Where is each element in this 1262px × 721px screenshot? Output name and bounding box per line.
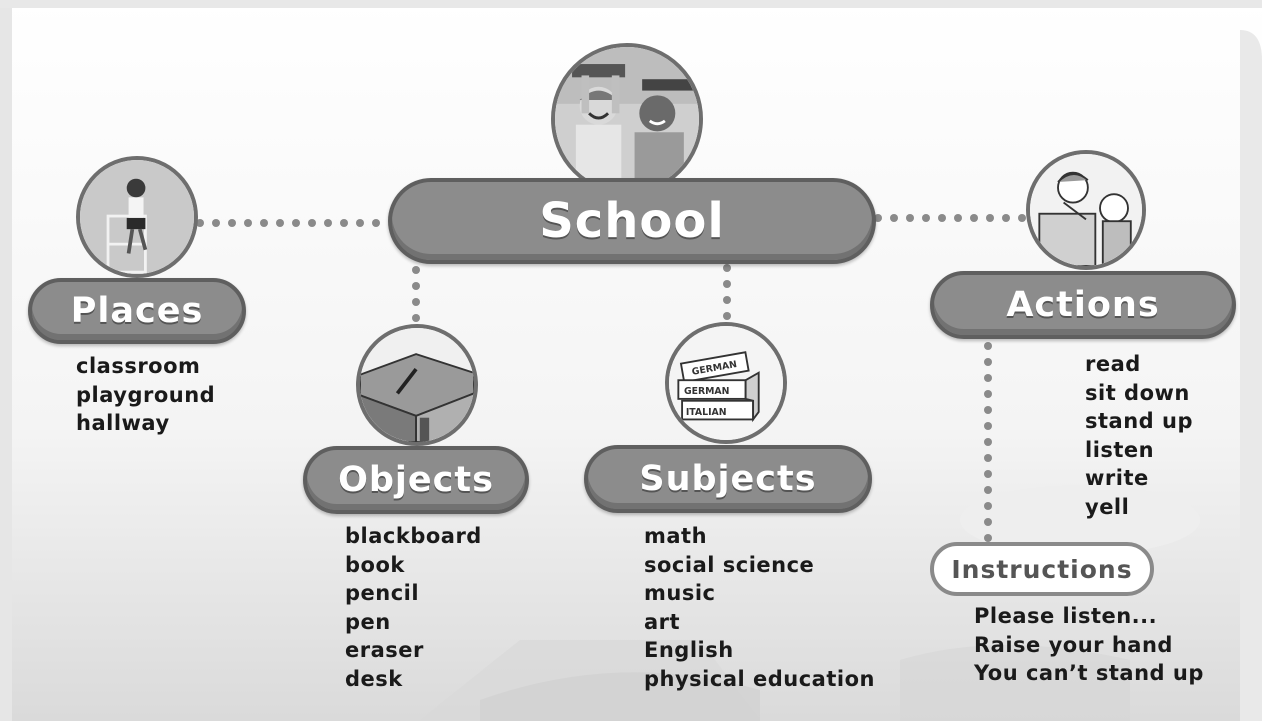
list-item: blackboard — [345, 524, 482, 548]
central-topic-pill: School — [388, 178, 876, 264]
children-photo — [551, 43, 703, 195]
objects-label: Objects — [338, 460, 494, 500]
objects-list: blackboard book pencil pen eraser desk — [345, 522, 482, 694]
central-topic-label: School — [539, 193, 725, 249]
places-list: classroom playground hallway — [76, 352, 215, 438]
list-item: pencil — [345, 581, 420, 606]
students-drawing — [1026, 150, 1146, 270]
list-item: stand up — [1085, 409, 1193, 434]
list-item: yell — [1085, 494, 1130, 519]
objects-pill: Objects — [303, 446, 529, 514]
actions-pill: Actions — [930, 271, 1236, 339]
list-item: sit down — [1085, 380, 1190, 405]
list-item: English — [644, 638, 734, 663]
book-label: ITALIAN — [686, 407, 727, 418]
list-item: social science — [644, 552, 815, 577]
places-pill: Places — [28, 278, 246, 344]
instructions-list: Please listen... Raise your hand You can… — [974, 602, 1204, 688]
list-item: Raise your hand — [974, 632, 1173, 657]
playground-photo — [76, 156, 198, 278]
actions-list: read sit down stand up listen write yell — [1085, 350, 1193, 522]
instructions-pill: Instructions — [930, 542, 1154, 596]
subjects-pill: Subjects — [584, 445, 872, 513]
books-drawing: GERMAN GERMAN ITALIAN — [665, 322, 787, 444]
subjects-list: math social science music art English ph… — [644, 522, 875, 694]
list-item: eraser — [345, 638, 424, 663]
list-item: music — [644, 581, 716, 606]
list-item: art — [644, 609, 681, 634]
list-item: write — [1085, 466, 1149, 491]
list-item: You can’t stand up — [974, 661, 1204, 686]
book-label: GERMAN — [684, 386, 730, 397]
instructions-label: Instructions — [951, 554, 1133, 584]
list-item: pen — [345, 609, 391, 634]
list-item: playground — [76, 382, 216, 407]
list-item: Please listen... — [974, 604, 1158, 628]
actions-label: Actions — [1006, 285, 1160, 325]
places-label: Places — [70, 291, 204, 331]
list-item: listen — [1085, 437, 1155, 462]
subjects-label: Subjects — [639, 459, 817, 499]
list-item: classroom — [76, 354, 201, 378]
desk-drawing — [356, 324, 478, 446]
list-item: math — [644, 524, 708, 548]
list-item: hallway — [76, 411, 170, 436]
list-item: read — [1085, 352, 1141, 376]
list-item: physical education — [644, 666, 875, 691]
list-item: book — [345, 552, 405, 577]
list-item: desk — [345, 666, 403, 691]
